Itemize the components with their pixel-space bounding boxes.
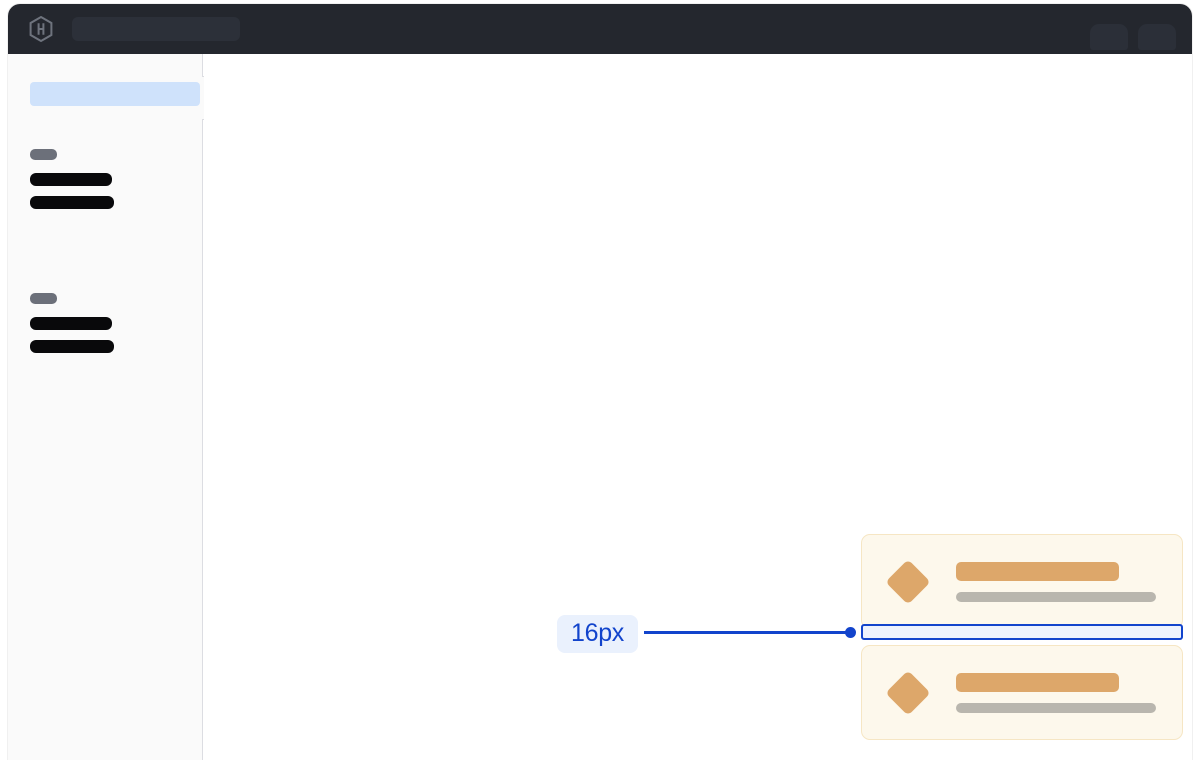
card-stack: [861, 534, 1183, 740]
topbar-actions: [1090, 4, 1176, 54]
sidebar-section-label-2: [30, 293, 57, 304]
topbar-chip-2[interactable]: [1138, 24, 1176, 50]
app-window: 16px: [8, 4, 1192, 760]
topbar-chip-1[interactable]: [1090, 24, 1128, 50]
main-content: 16px: [204, 54, 1192, 760]
card-text-block: [956, 672, 1160, 713]
card-text-block: [956, 561, 1160, 602]
card-title: [956, 672, 1119, 692]
sidebar-section-label-1: [30, 149, 57, 160]
sidebar: [8, 54, 218, 760]
spacing-measure-highlight: [861, 624, 1183, 640]
sidebar-group-1: [30, 149, 114, 219]
sidebar-group-2: [30, 293, 114, 363]
sidebar-item-2-1[interactable]: [30, 317, 112, 330]
topbar: [8, 4, 1192, 54]
spacing-measure-label: 16px: [557, 615, 639, 653]
diamond-icon: [885, 669, 931, 716]
sidebar-item-1-1[interactable]: [30, 173, 112, 186]
sidebar-item-1-2[interactable]: [30, 196, 114, 209]
spacing-measure-leader-line: [644, 631, 849, 634]
sidebar-item-2-2[interactable]: [30, 340, 114, 353]
card-subtitle: [956, 702, 1156, 713]
sidebar-active-item[interactable]: [30, 82, 200, 106]
card-item-1[interactable]: [861, 534, 1183, 629]
card-subtitle: [956, 591, 1156, 602]
card-title: [956, 561, 1119, 581]
spacing-measure-endpoint-dot: [845, 627, 856, 638]
search-input[interactable]: [72, 17, 240, 41]
hashicorp-hexagon-logo-icon[interactable]: [28, 15, 54, 43]
card-item-2[interactable]: [861, 645, 1183, 740]
diamond-icon: [885, 558, 931, 605]
